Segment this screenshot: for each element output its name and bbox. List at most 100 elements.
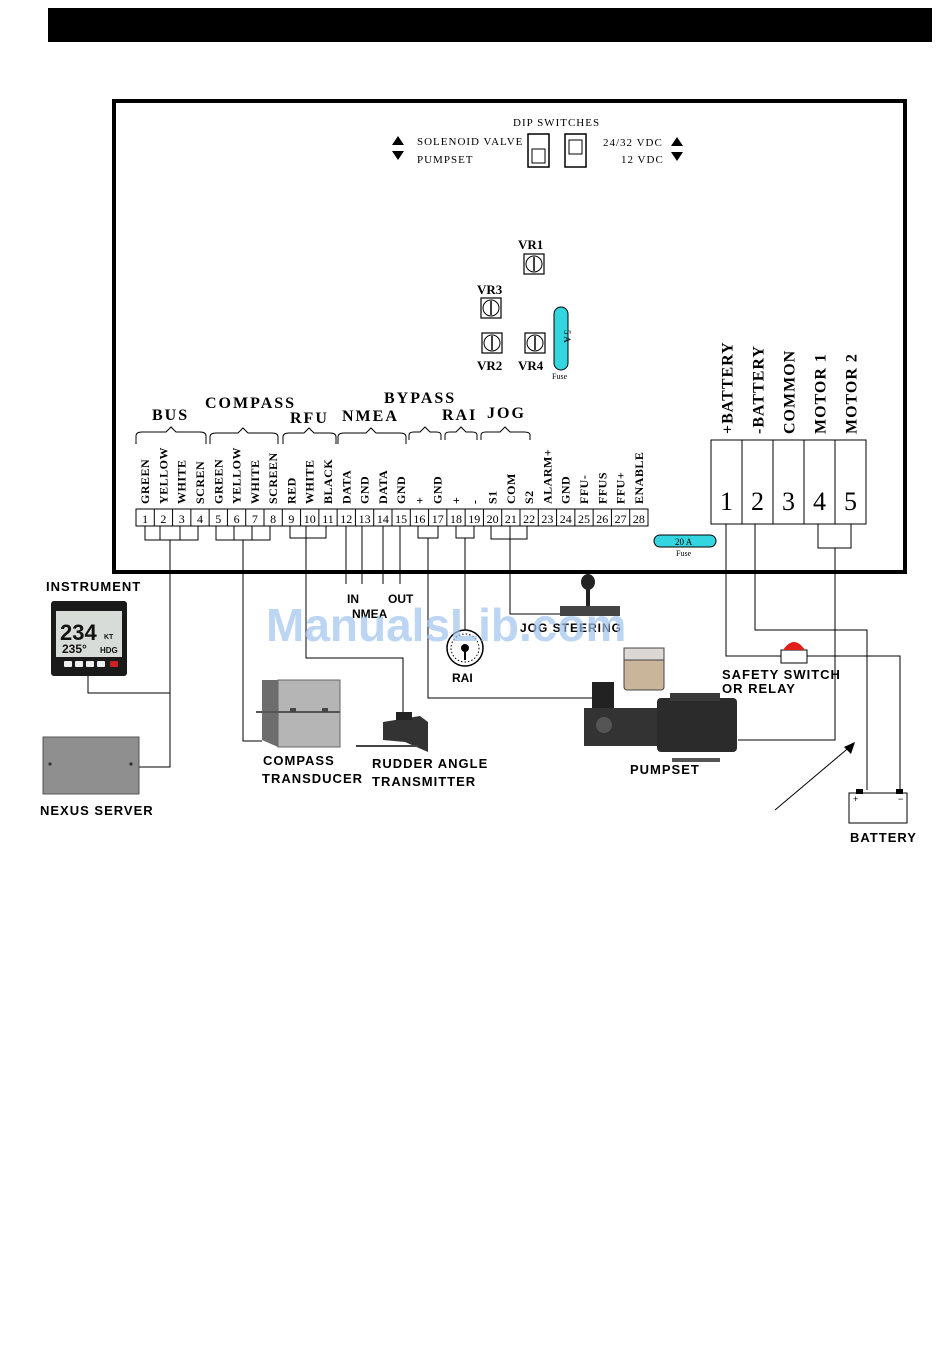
- terminal-number[interactable]: 6: [234, 512, 240, 526]
- vr4-label: VR4: [518, 358, 544, 373]
- terminal-label: GREEN: [138, 459, 152, 504]
- dip-switch-1[interactable]: [527, 133, 550, 168]
- terminal-number[interactable]: 3: [179, 512, 185, 526]
- rai-label: RAI: [452, 671, 473, 685]
- terminal-label: FFUS: [595, 472, 609, 504]
- terminal-number[interactable]: 17: [432, 512, 444, 526]
- terminal-label: RED: [284, 477, 298, 504]
- terminal-number[interactable]: 4: [197, 512, 203, 526]
- vr2-trimmer[interactable]: [481, 332, 503, 354]
- terminal-number[interactable]: 22: [523, 512, 535, 526]
- vr1-trimmer[interactable]: [523, 253, 545, 275]
- terminal-label: WHITE: [303, 459, 317, 504]
- terminal-number[interactable]: 9: [288, 512, 294, 526]
- nmea-in-label: IN: [347, 592, 359, 606]
- terminal-label: YELLOW: [230, 447, 244, 504]
- nexus-server-label: NEXUS SERVER: [40, 803, 154, 818]
- terminal-number[interactable]: 11: [322, 512, 334, 526]
- power-terminal-cell[interactable]: [741, 439, 774, 525]
- group-nmea-label: NMEA: [342, 408, 399, 425]
- group-bypass-label: BYPASS: [384, 390, 456, 407]
- terminal-number[interactable]: 23: [541, 512, 553, 526]
- terminal-number[interactable]: 2: [160, 512, 166, 526]
- terminal-number[interactable]: 7: [252, 512, 258, 526]
- terminal-label: S2: [522, 490, 536, 504]
- terminal-label: DATA: [339, 470, 353, 504]
- svg-text:+: +: [853, 794, 858, 804]
- terminal-number[interactable]: 1: [142, 512, 148, 526]
- header-bar: [48, 8, 932, 42]
- terminal-label: +: [412, 497, 426, 504]
- terminal-number[interactable]: 12: [340, 512, 352, 526]
- jog-steering-lever: [560, 574, 620, 616]
- dip-switch-2[interactable]: [564, 133, 587, 168]
- safety-switch: [780, 642, 808, 664]
- terminal-label: FFU+: [614, 472, 628, 504]
- group-rfu-label: RFU: [290, 410, 329, 427]
- terminal-number[interactable]: 5: [215, 512, 221, 526]
- terminal-label: +: [449, 497, 463, 504]
- terminal-number[interactable]: 19: [468, 512, 480, 526]
- vr1-label: VR1: [518, 237, 543, 252]
- compass-transducer-label-2: TRANSDUCER: [262, 771, 363, 786]
- terminal-number[interactable]: 20: [487, 512, 499, 526]
- dip-switches-title: DIP SWITCHES: [513, 117, 600, 129]
- terminal-number[interactable]: 15: [395, 512, 407, 526]
- dip-solenoid-label: SOLENOID VALVE: [417, 136, 523, 148]
- terminal-number[interactable]: 14: [377, 512, 389, 526]
- terminal-label: COM: [504, 473, 518, 504]
- terminal-number[interactable]: 16: [413, 512, 425, 526]
- power-terminal-cell[interactable]: [803, 439, 836, 525]
- dip-pumpset-label: PUMPSET: [417, 154, 474, 166]
- vr3-trimmer[interactable]: [480, 297, 502, 319]
- vr2-label: VR2: [477, 358, 502, 373]
- terminal-label: GND: [394, 476, 408, 504]
- battery-label: BATTERY: [850, 830, 917, 845]
- fuse-20a: [653, 534, 717, 548]
- group-braces: [135, 426, 531, 444]
- dip-voltage-low-label: 12 VDC: [621, 154, 664, 166]
- pumpset-label: PUMPSET: [630, 762, 700, 777]
- group-rai-label: RAI: [442, 407, 477, 424]
- terminal-label: WHITE: [248, 459, 262, 504]
- terminal-number[interactable]: 8: [270, 512, 276, 526]
- vr3-label: VR3: [477, 282, 503, 297]
- nmea-out-label: OUT: [388, 592, 414, 606]
- pumpset: [584, 647, 737, 762]
- terminal-number[interactable]: 26: [596, 512, 608, 526]
- power-terminal-number: 2: [751, 487, 764, 516]
- terminal-number[interactable]: 24: [560, 512, 572, 526]
- fuse-5a-label: Fuse: [552, 372, 568, 381]
- power-terminal-cell[interactable]: [772, 439, 805, 525]
- terminal-number[interactable]: 13: [359, 512, 371, 526]
- rudder-angle-label-1: RUDDER ANGLE: [372, 756, 488, 771]
- power-terminal-label: COMMON: [782, 350, 799, 434]
- compass-transducer-label-1: COMPASS: [263, 753, 335, 768]
- watermark: ManualsLib.com: [266, 599, 626, 651]
- terminal-number[interactable]: 18: [450, 512, 462, 526]
- safety-switch-label-1: SAFETY SWITCH: [722, 667, 841, 682]
- rudder-angle-label-2: TRANSMITTER: [372, 774, 476, 789]
- terminal-number[interactable]: 28: [633, 512, 645, 526]
- power-terminal-number: 5: [844, 487, 857, 516]
- terminal-number[interactable]: 21: [505, 512, 517, 526]
- instrument-sub-unit: HDG: [100, 646, 118, 655]
- dip-arrow-left-icon: [392, 136, 404, 160]
- terminal-number[interactable]: 10: [304, 512, 316, 526]
- instrument-label: INSTRUMENT: [46, 579, 141, 594]
- power-terminal-number: 1: [720, 487, 733, 516]
- power-terminal-label: MOTOR 2: [844, 353, 861, 434]
- fuse-20a-rating: 20 A: [675, 537, 693, 547]
- terminal-number[interactable]: 27: [615, 512, 627, 526]
- terminal-label: GND: [559, 476, 573, 504]
- instrument-main-unit: KT: [104, 634, 114, 641]
- battery: + −: [848, 789, 908, 824]
- terminal-number[interactable]: 25: [578, 512, 590, 526]
- rudder-angle-transmitter: [356, 712, 428, 752]
- vr4-trimmer[interactable]: [524, 332, 546, 354]
- power-terminal-cell[interactable]: [834, 439, 867, 525]
